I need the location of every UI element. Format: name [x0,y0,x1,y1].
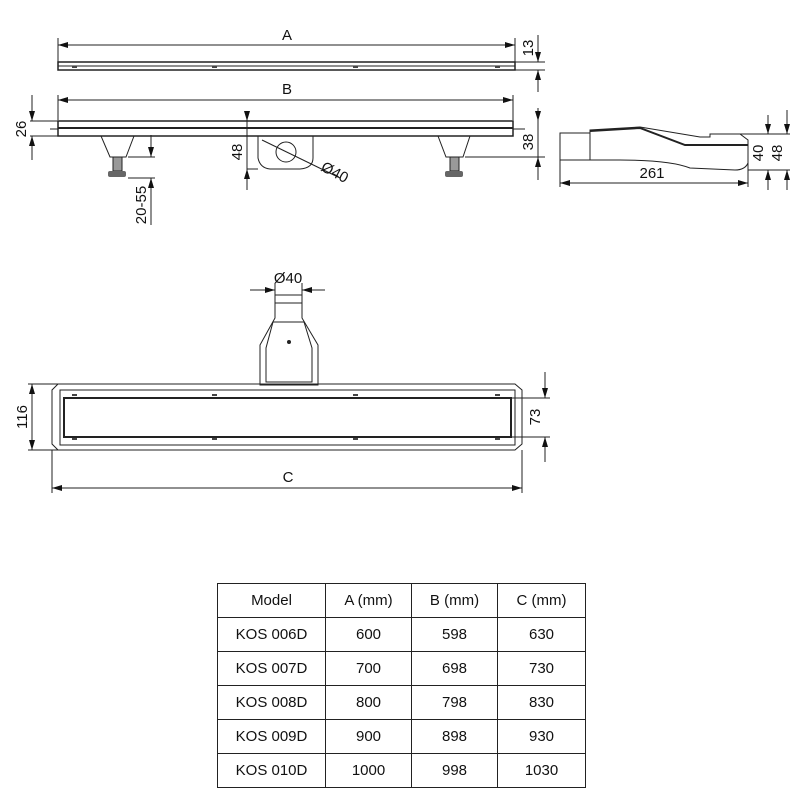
cell-model: KOS 008D [217,685,326,720]
dim-d40-side-label: Ø40 [318,159,351,187]
dim-73-label: 73 [527,409,544,426]
dim-38-label: 38 [520,134,537,151]
col-header-model: Model [217,583,326,618]
dim-20-55-label: 20-55 [133,186,150,224]
end-view: 261 40 48 [559,110,790,190]
cell-a: 800 [325,685,412,720]
cell-model: KOS 006D [217,617,326,652]
dim-26-label: 26 [13,121,30,138]
cell-b: 698 [411,651,498,686]
col-header-b: B (mm) [411,583,498,618]
cell-a: 600 [325,617,412,652]
cell-a: 1000 [325,753,412,788]
cell-c: 1030 [497,753,586,788]
dim-48-side-label: 48 [229,144,246,161]
cell-b: 598 [411,617,498,652]
cell-b: 998 [411,753,498,788]
side-view: B Ø40 48 26 20-55 38 [13,81,545,225]
col-header-c: C (mm) [497,583,586,618]
cell-b: 798 [411,685,498,720]
dim-40-label: 40 [750,145,767,162]
cell-model: KOS 010D [217,753,326,788]
cell-c: 630 [497,617,586,652]
cell-a: 700 [325,651,412,686]
table-header-row: Model A (mm) B (mm) C (mm) [217,583,586,618]
cell-model: KOS 007D [217,651,326,686]
cell-a: 900 [325,719,412,754]
dim-d40-top-label: Ø40 [274,270,302,287]
dim-13-label: 13 [520,40,537,57]
dim-261-label: 261 [639,165,664,182]
dim-c-label: C [283,469,294,486]
dim-a-label: A [282,27,292,44]
dim-116-label: 116 [14,405,31,429]
dim-b-label: B [282,81,292,98]
col-header-a: A (mm) [325,583,412,618]
plan-view: Ø40 C 116 73 [14,270,550,493]
technical-drawing: A 13 B Ø40 48 26 [13,27,790,493]
cell-c: 730 [497,651,586,686]
cell-b: 898 [411,719,498,754]
cell-model: KOS 009D [217,719,326,754]
cell-c: 930 [497,719,586,754]
dim-48-right-label: 48 [769,145,786,162]
cell-c: 830 [497,685,586,720]
top-profile-view: A 13 [57,27,545,92]
